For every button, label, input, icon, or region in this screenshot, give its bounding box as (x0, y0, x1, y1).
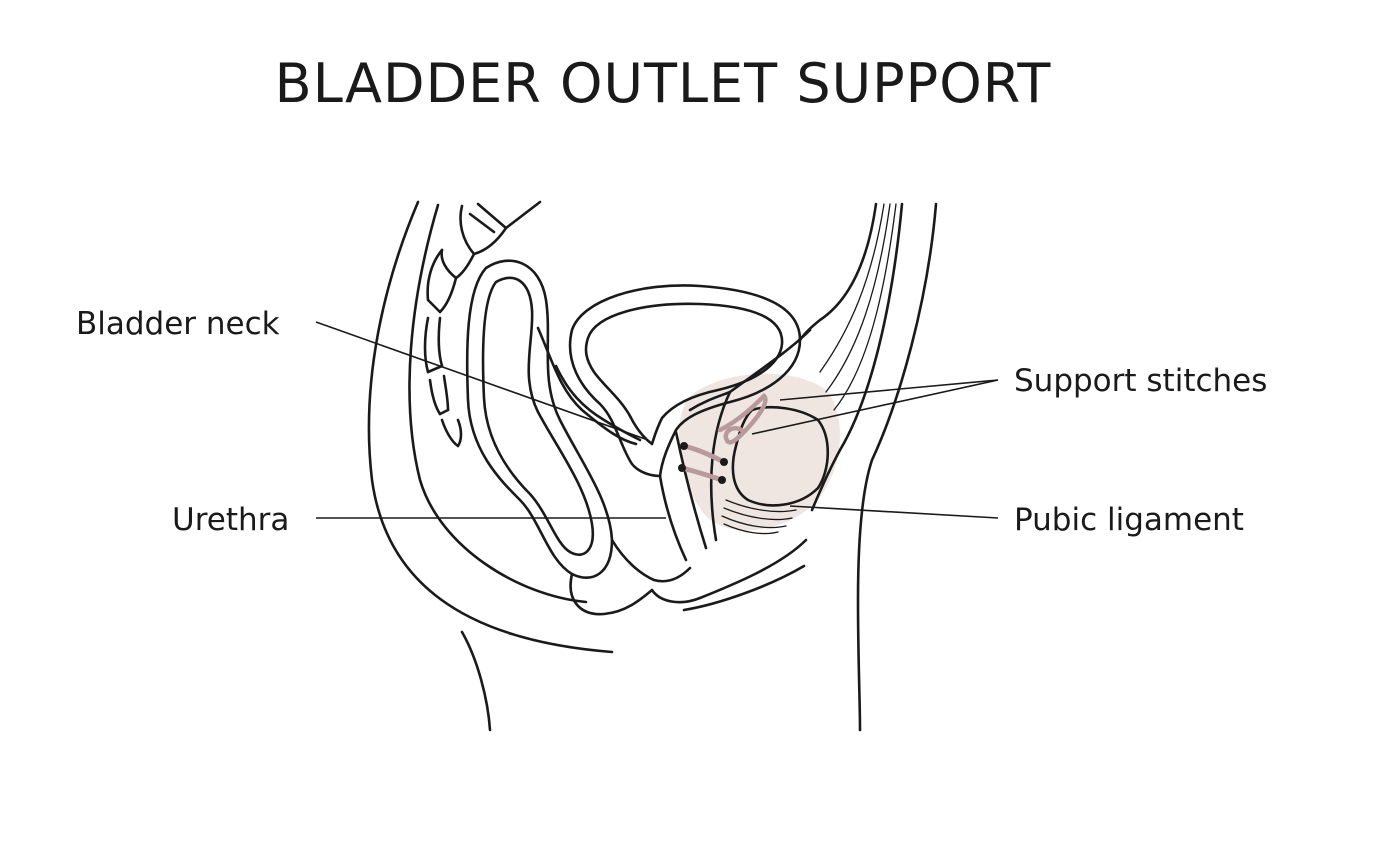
sacrum-contour (408, 203, 588, 604)
leader-bladder-neck (315, 321, 649, 441)
label-support-stitches: Support stitches (1014, 363, 1267, 399)
leader-support-stitches-lower (751, 379, 999, 435)
pubic-ligament-fibres (721, 499, 797, 535)
abdominal-wall-outer (810, 202, 904, 512)
label-urethra: Urethra (172, 502, 289, 538)
perineal-body (610, 538, 692, 583)
bladder-inner (584, 302, 784, 446)
leader-support-stitches-upper (779, 379, 999, 401)
label-bladder-neck: Bladder neck (76, 306, 280, 342)
anterior-vaginal-wall (688, 390, 732, 542)
vaginal-wall-front (554, 364, 642, 442)
thigh-back-line (460, 630, 492, 732)
coccyx-segments (423, 200, 542, 448)
bladder-outer (568, 284, 802, 478)
body-back-contour (367, 200, 614, 654)
label-pubic-ligament: Pubic ligament (1014, 502, 1244, 538)
front-body-contour (856, 202, 938, 732)
rectum-outer (465, 259, 614, 579)
labia-contour (682, 564, 806, 612)
abdominal-wall-fibre-2 (825, 203, 891, 393)
rectum-inner (481, 276, 595, 556)
urethra-tube-back (658, 474, 688, 562)
abdominal-wall-fibre-1 (819, 203, 885, 373)
perineum-contour (569, 538, 808, 616)
support-stitches (678, 392, 768, 484)
diagram-title: BLADDER OUTLET SUPPORT (274, 52, 1052, 115)
support-highlight-region (678, 373, 840, 531)
vaginal-wall-back (536, 326, 638, 446)
pubic-bone (731, 405, 830, 507)
abdominal-wall-inner (798, 202, 878, 342)
urethra-tube-front (674, 430, 708, 550)
leader-pubic-ligament (789, 505, 999, 519)
